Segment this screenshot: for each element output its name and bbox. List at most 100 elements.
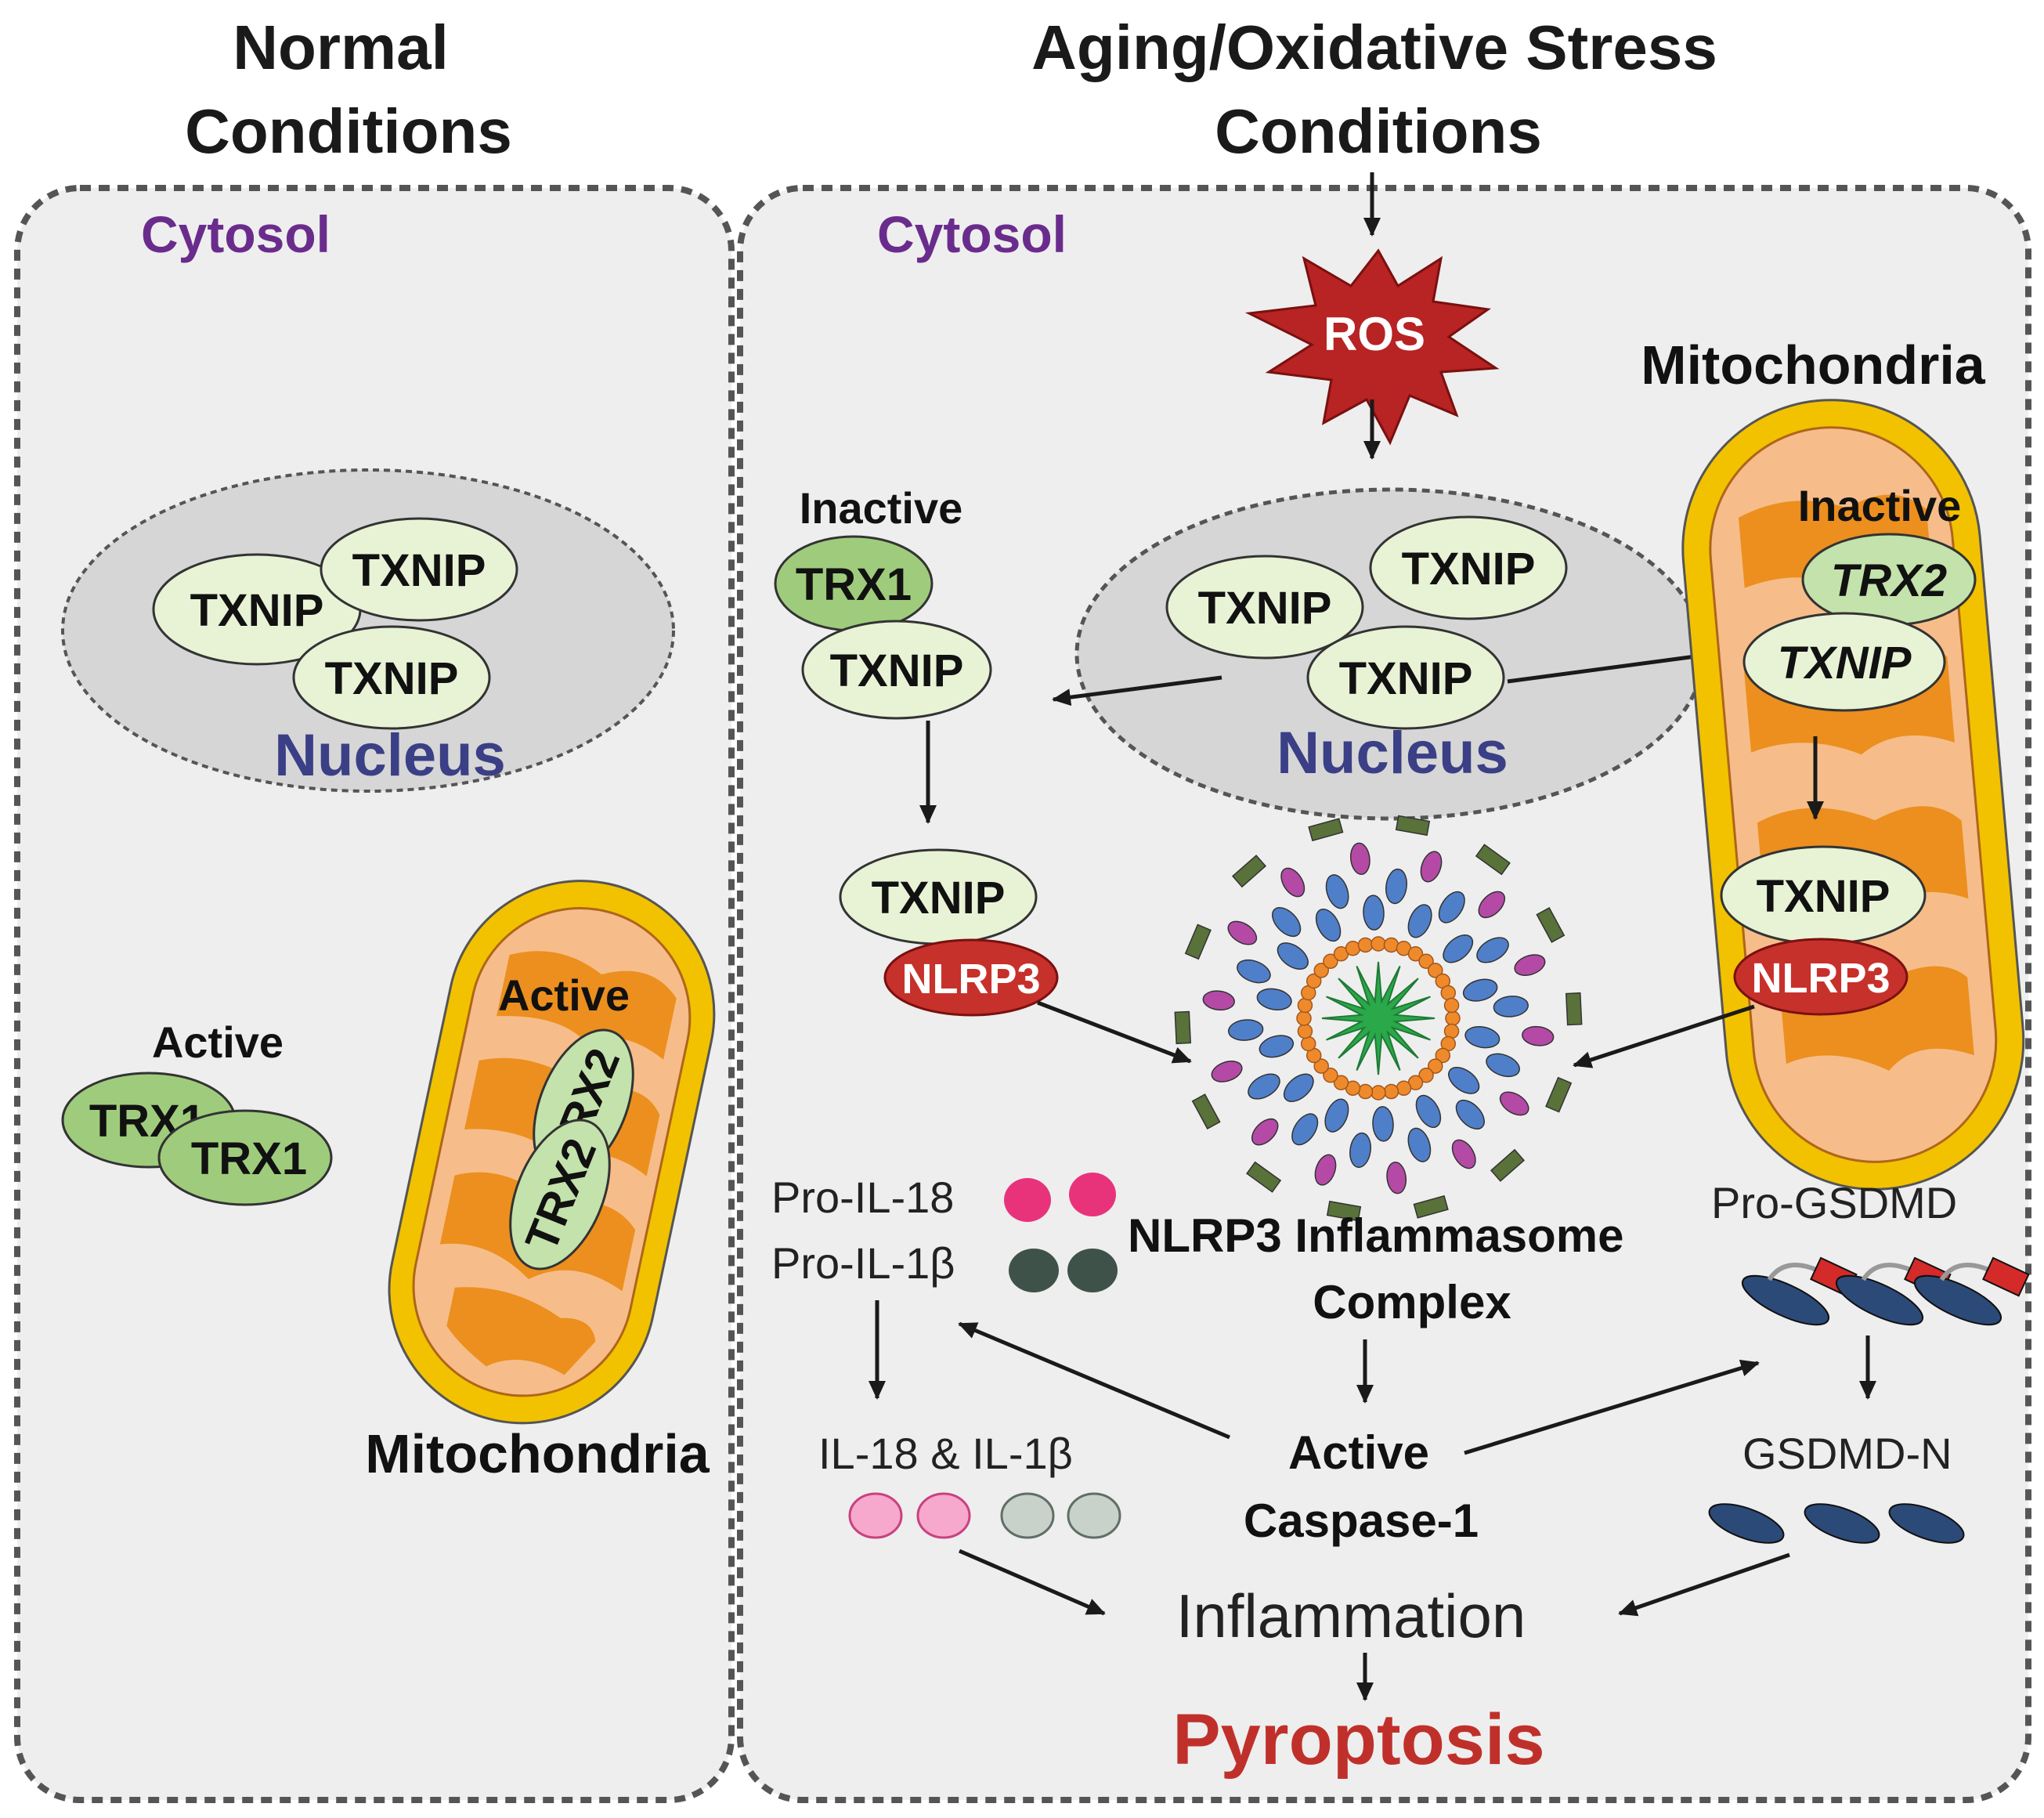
inflammasome-subunit (1475, 844, 1511, 876)
inflammasome-subunit (1476, 937, 1509, 963)
txnip-label: TXNIP (830, 645, 964, 696)
txnip-label: TXNIP (1778, 638, 1912, 689)
cytosol-label: Cytosol (141, 205, 330, 263)
inflammasome-subunit (1237, 959, 1271, 984)
inflammasome-label: NLRP3 Inflammasome (1128, 1209, 1624, 1262)
inflammasome-core (1321, 961, 1435, 1075)
inflammasome-bead (1345, 940, 1361, 956)
stress-conditions-panel: Cytosol ROS Mitochondria Inactive TRX1 T… (737, 172, 2031, 1803)
inflammasome-subunit (1315, 909, 1342, 942)
nucleus-label: Nucleus (274, 722, 506, 789)
inflammasome-bead (1297, 997, 1313, 1014)
active-trx1-label: Active (152, 1017, 283, 1067)
mitochondrion: Inactive TRX2 TXNIP TXNIP NLRP3 (1681, 399, 2025, 1191)
inflammasome-bead (1407, 945, 1424, 962)
inflammasome-bead (1445, 1010, 1461, 1026)
inflammasome-subunit (1202, 990, 1235, 1011)
inflammasome-subunit (1211, 1061, 1243, 1082)
nlrp3-label: NLRP3 (1751, 955, 1890, 1002)
inflammasome-bead (1418, 1068, 1434, 1083)
inflammasome-bead (1296, 1010, 1312, 1026)
inflammasome-subunit (1349, 842, 1370, 875)
inflammasome-subunit (1231, 855, 1267, 888)
inflammasome-subunit (1174, 1010, 1192, 1045)
inflammation-label: Inflammation (1176, 1581, 1526, 1650)
txnip-label: TXNIP (190, 585, 324, 636)
inflammasome-bead (1323, 1068, 1338, 1083)
inflammasome-bead (1313, 963, 1329, 978)
pyroptosis-label: Pyroptosis (1172, 1700, 1544, 1780)
txnip-label: TXNIP (1402, 544, 1536, 595)
inflammasome-subunit (1514, 954, 1546, 976)
txnip-label: TXNIP (1757, 871, 1891, 922)
inflammasome-bead (1443, 1023, 1460, 1039)
inflammasome-subunit (1325, 874, 1349, 909)
gsdmd-n-molecule (1804, 1503, 1880, 1544)
il1b-dot (1000, 1492, 1055, 1539)
inflammasome-subunit (1363, 895, 1385, 931)
inflammasome-subunit (1565, 992, 1583, 1026)
inflammasome-subunit (1314, 1154, 1337, 1186)
nucleus-label: Nucleus (1277, 720, 1508, 786)
inflammasome-bead (1370, 936, 1386, 952)
inflammasome-bead (1323, 953, 1338, 969)
inflammasome-bead (1357, 1083, 1374, 1100)
ros-label: ROS (1324, 308, 1425, 360)
normal-conditions-panel: Cytosol TXNIP TXNIP TXNIP Nucleus Active… (14, 185, 735, 1803)
inflammasome-bead (1297, 1023, 1313, 1039)
inflammasome-subunit (1184, 923, 1212, 960)
txnip-label: TXNIP (872, 873, 1006, 923)
inflammasome-subunit (1451, 1139, 1476, 1169)
pro-gsdmd-label: Pro-GSDMD (1711, 1178, 1957, 1227)
inflammasome-bead (1435, 1047, 1451, 1064)
txnip-label: TXNIP (352, 545, 486, 596)
inflammasome-subunit (1486, 1053, 1520, 1078)
inflammasome-subunit (1407, 1127, 1432, 1162)
trx1-label: TRX1 (191, 1133, 307, 1184)
inflammasome-subunit (1493, 996, 1529, 1017)
inflammasome-subunit (1246, 1161, 1282, 1193)
inflammasome-bead (1305, 973, 1322, 989)
il18-dot (916, 1492, 971, 1539)
inflammasome-subunit (1227, 920, 1258, 945)
inflammasome-subunit (1545, 1076, 1573, 1113)
inflammasome-subunit (1251, 1118, 1279, 1146)
inflammasome-subunit (1490, 1148, 1526, 1182)
inflammasome-subunit (1385, 868, 1407, 905)
inflammasome-subunit (1324, 1098, 1349, 1133)
il18-dot (848, 1492, 903, 1539)
inflammasome-subunit (1280, 867, 1305, 898)
inflammasome-subunit (1395, 815, 1431, 837)
inflammasome-subunit (1464, 1026, 1500, 1049)
gsdmd-n-label: GSDMD-N (1742, 1429, 1952, 1478)
inflammasome-bead (1313, 1058, 1329, 1074)
mitochondrion: Active TRX2 TRX2 (388, 880, 716, 1425)
inflammasome-subunit (1407, 904, 1432, 938)
inflammasome-subunit (1386, 1162, 1407, 1195)
inflammasome-subunit (1277, 942, 1309, 970)
header-normal-line1: Normal (233, 13, 449, 82)
inflammasome-subunit (1413, 1195, 1449, 1219)
inflammasome-bead (1383, 1083, 1399, 1100)
inflammasome-bead (1383, 937, 1399, 953)
inactive-trx1-label: Inactive (800, 483, 963, 533)
header-normal-line2: Conditions (185, 96, 512, 166)
inflammasome-bead (1428, 963, 1443, 978)
inactive-trx2-label: Inactive (1798, 481, 1962, 530)
pro-gsdmd-molecule (1913, 1256, 2030, 1326)
gsdmd-n-molecule (1708, 1503, 1785, 1544)
inflammasome-subunit (1291, 1113, 1319, 1146)
pro-il18-dot (1069, 1173, 1116, 1216)
pro-il1b-dot (1009, 1249, 1059, 1292)
active-trx2-label: Active (498, 970, 630, 1020)
inflammasome-subunit (1272, 906, 1302, 938)
inflammasome-subunit (1259, 1035, 1295, 1058)
mitochondria-label: Mitochondria (365, 1423, 710, 1484)
nlrp3-inflammasome (1174, 815, 1583, 1222)
inflammasome-subunit (1462, 978, 1498, 1002)
inflammasome-bead (1333, 1075, 1349, 1091)
header-stress-line2: Conditions (1215, 96, 1542, 166)
trx2-label: TRX2 (1831, 555, 1947, 606)
inflammasome-subunit (1499, 1091, 1529, 1116)
inflammasome-subunit (1227, 1019, 1264, 1041)
